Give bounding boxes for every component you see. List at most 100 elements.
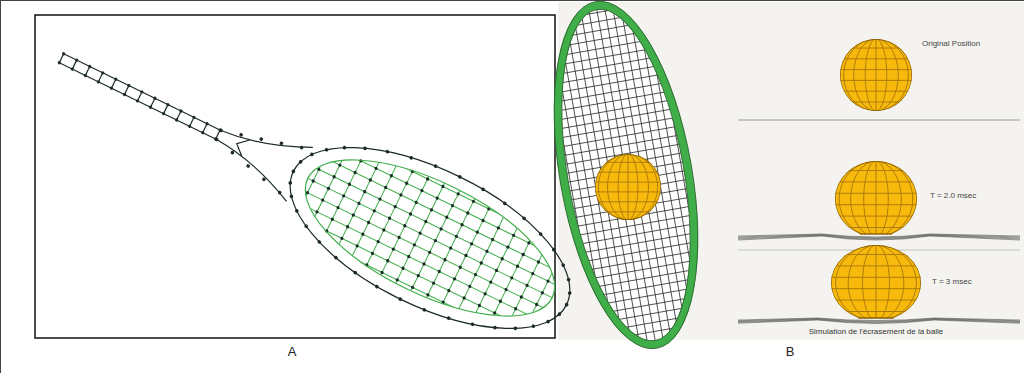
mesh-node — [321, 198, 325, 202]
mesh-node — [387, 216, 391, 220]
mesh-node — [351, 213, 355, 217]
frame-node — [567, 291, 572, 296]
ball-mesh — [595, 191, 661, 192]
ball — [835, 161, 917, 234]
ball-flat — [859, 317, 894, 318]
handle-node — [174, 118, 178, 122]
mesh-node — [424, 219, 428, 223]
mesh-node — [395, 278, 399, 282]
ball-mesh — [876, 245, 877, 318]
frame-node — [317, 240, 322, 245]
string-line — [582, 250, 700, 271]
ball-mesh — [854, 39, 899, 111]
mesh-node — [408, 212, 412, 216]
mesh-node — [330, 217, 334, 221]
ball — [831, 245, 921, 318]
ball-mesh — [876, 39, 877, 111]
handle-node — [88, 64, 92, 68]
rim-outline — [530, 0, 721, 360]
ball — [835, 161, 917, 234]
mesh-node — [456, 192, 460, 196]
string-line — [595, 321, 713, 342]
string-line — [541, 17, 600, 352]
handle-node — [187, 124, 191, 128]
ball-mesh — [595, 162, 661, 163]
ball-mesh — [595, 201, 661, 202]
mesh-node — [511, 233, 515, 237]
string-line — [652, 0, 711, 333]
ball — [595, 154, 661, 220]
deformed-strings — [738, 236, 1020, 240]
ball-fill — [831, 245, 921, 318]
mesh-node — [425, 177, 429, 181]
string-line — [557, 108, 675, 129]
frame-node — [288, 181, 293, 186]
panel-frame — [35, 15, 555, 338]
frame-node — [259, 137, 264, 142]
frame-node — [309, 152, 314, 157]
frame-node — [374, 284, 379, 289]
mesh-node — [340, 236, 344, 240]
ball-mesh — [844, 39, 909, 111]
frame-node — [513, 326, 518, 331]
string-line — [555, 100, 673, 121]
string-line — [549, 64, 667, 85]
mesh-node — [489, 280, 493, 284]
frame-node — [214, 137, 219, 142]
ball-mesh — [865, 39, 887, 111]
ball-fill — [840, 39, 912, 111]
mesh-node — [378, 197, 382, 201]
mesh-node — [473, 273, 477, 277]
ball-flat — [860, 233, 892, 234]
string-line — [562, 135, 680, 156]
mesh-node — [445, 215, 449, 219]
ball-mesh — [876, 161, 877, 234]
frame-caption: Original Position — [922, 40, 980, 49]
string-mesh — [278, 123, 582, 354]
mesh-node — [384, 185, 388, 189]
ball-mesh — [840, 102, 912, 103]
ball-mesh — [851, 161, 902, 234]
mesh-node — [332, 175, 336, 179]
mesh-node — [407, 254, 411, 258]
mesh-node — [401, 266, 405, 270]
mesh-node — [338, 163, 342, 167]
ball-mesh — [608, 154, 649, 220]
ball-mesh — [835, 227, 917, 228]
string-line — [580, 241, 698, 262]
frame-node — [324, 147, 329, 152]
mesh-node — [315, 210, 319, 214]
mesh-node — [429, 208, 433, 212]
string-line — [560, 126, 678, 147]
mesh-node — [475, 230, 479, 234]
mesh-node — [485, 249, 489, 253]
handle-edge — [64, 54, 221, 131]
mesh-node — [447, 288, 451, 292]
ball — [595, 154, 661, 220]
string-line — [579, 233, 697, 254]
ball-outline — [595, 154, 661, 220]
mesh-node — [382, 228, 386, 232]
mesh-node — [422, 262, 426, 266]
frame-node — [538, 232, 543, 237]
frame-node — [304, 224, 309, 229]
mesh-node — [466, 211, 470, 215]
frame-node — [342, 145, 347, 150]
handle-node — [96, 80, 100, 84]
frame-node — [564, 302, 569, 307]
frame-node — [433, 164, 438, 169]
ball-mesh — [831, 300, 921, 301]
mesh-node — [470, 242, 474, 246]
mesh-node — [490, 237, 494, 241]
handle-node — [114, 77, 118, 81]
ball-mesh — [840, 58, 912, 59]
mesh-node — [525, 283, 529, 287]
ball-mesh — [831, 288, 921, 289]
handle-node — [179, 109, 183, 113]
mesh-node — [519, 295, 523, 299]
handle-node — [192, 115, 196, 119]
mesh-node — [433, 238, 437, 242]
frame-node — [363, 146, 368, 151]
frame-node — [385, 149, 390, 154]
